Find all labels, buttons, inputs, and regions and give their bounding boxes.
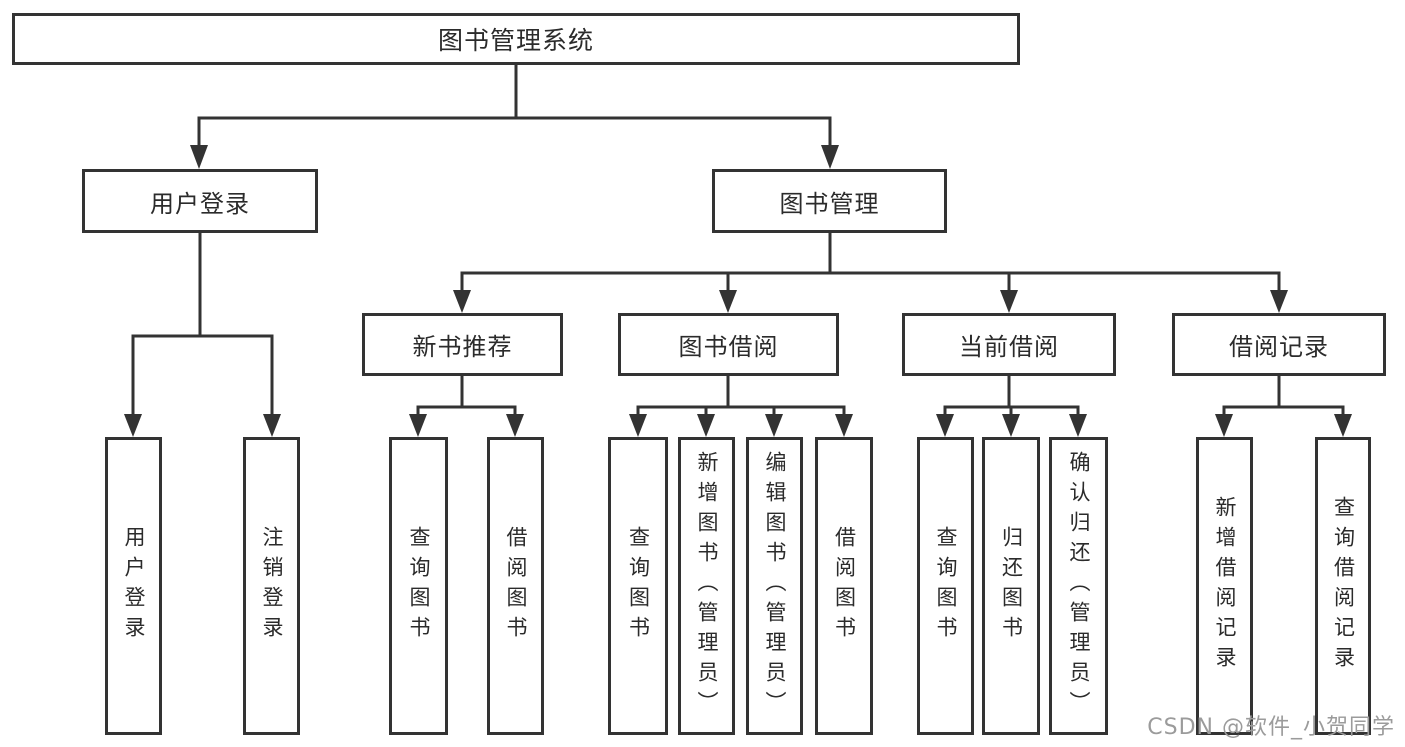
node-label: 新书推荐 (412, 333, 513, 361)
leaf-return-books: 归还图书 (982, 437, 1040, 735)
node-label: 确认归还（管理员） (1067, 451, 1092, 721)
node-new-book-recommend: 新书推荐 (362, 313, 563, 376)
node-label: 图书借阅 (678, 333, 779, 361)
leaf-recommend-borrow-books: 借阅图书 (487, 437, 544, 735)
node-root-system: 图书管理系统 (12, 13, 1020, 65)
leaf-query-borrow-record: 查询借阅记录 (1315, 437, 1371, 735)
leaf-current-query-books: 查询图书 (917, 437, 974, 735)
node-label: 注销登录 (260, 526, 285, 646)
node-label: 图书管理 (779, 189, 880, 218)
node-label: 当前借阅 (959, 333, 1059, 361)
leaf-confirm-return-admin: 确认归还（管理员） (1049, 437, 1108, 735)
node-borrow-records: 借阅记录 (1172, 313, 1386, 376)
node-label: 编辑图书（管理员） (763, 451, 788, 721)
node-book-borrow: 图书借阅 (618, 313, 839, 376)
leaf-add-books-admin: 新增图书（管理员） (678, 437, 735, 735)
node-user-login: 用户登录 (82, 169, 318, 233)
node-label: 查询图书 (934, 526, 959, 646)
leaf-edit-books-admin: 编辑图书（管理员） (746, 437, 803, 735)
node-label: 新增图书（管理员） (695, 451, 720, 721)
node-label: 图书管理系统 (437, 26, 594, 55)
leaf-borrow-query-books: 查询图书 (608, 437, 668, 735)
node-label: 查询图书 (626, 526, 651, 646)
node-book-management: 图书管理 (712, 169, 947, 233)
leaf-recommend-query-books: 查询图书 (389, 437, 448, 735)
watermark: CSDN @软件_小贺同学 (1147, 715, 1395, 740)
node-current-borrow: 当前借阅 (902, 313, 1116, 376)
node-label: 借阅记录 (1229, 333, 1329, 361)
node-label: 借阅图书 (504, 526, 529, 646)
node-label: 归还图书 (999, 526, 1024, 646)
leaf-logout: 注销登录 (243, 437, 300, 735)
node-label: 用户登录 (122, 526, 147, 646)
leaf-borrow-books: 借阅图书 (815, 437, 873, 735)
node-label: 查询借阅记录 (1331, 496, 1356, 676)
leaf-user-login: 用户登录 (105, 437, 162, 735)
leaf-add-borrow-record: 新增借阅记录 (1196, 437, 1253, 735)
node-label: 新增借阅记录 (1213, 496, 1238, 676)
node-label: 查询图书 (407, 526, 432, 646)
arrowhead-icons (124, 145, 1352, 437)
node-label: 用户登录 (150, 189, 250, 218)
node-label: 借阅图书 (832, 526, 857, 646)
